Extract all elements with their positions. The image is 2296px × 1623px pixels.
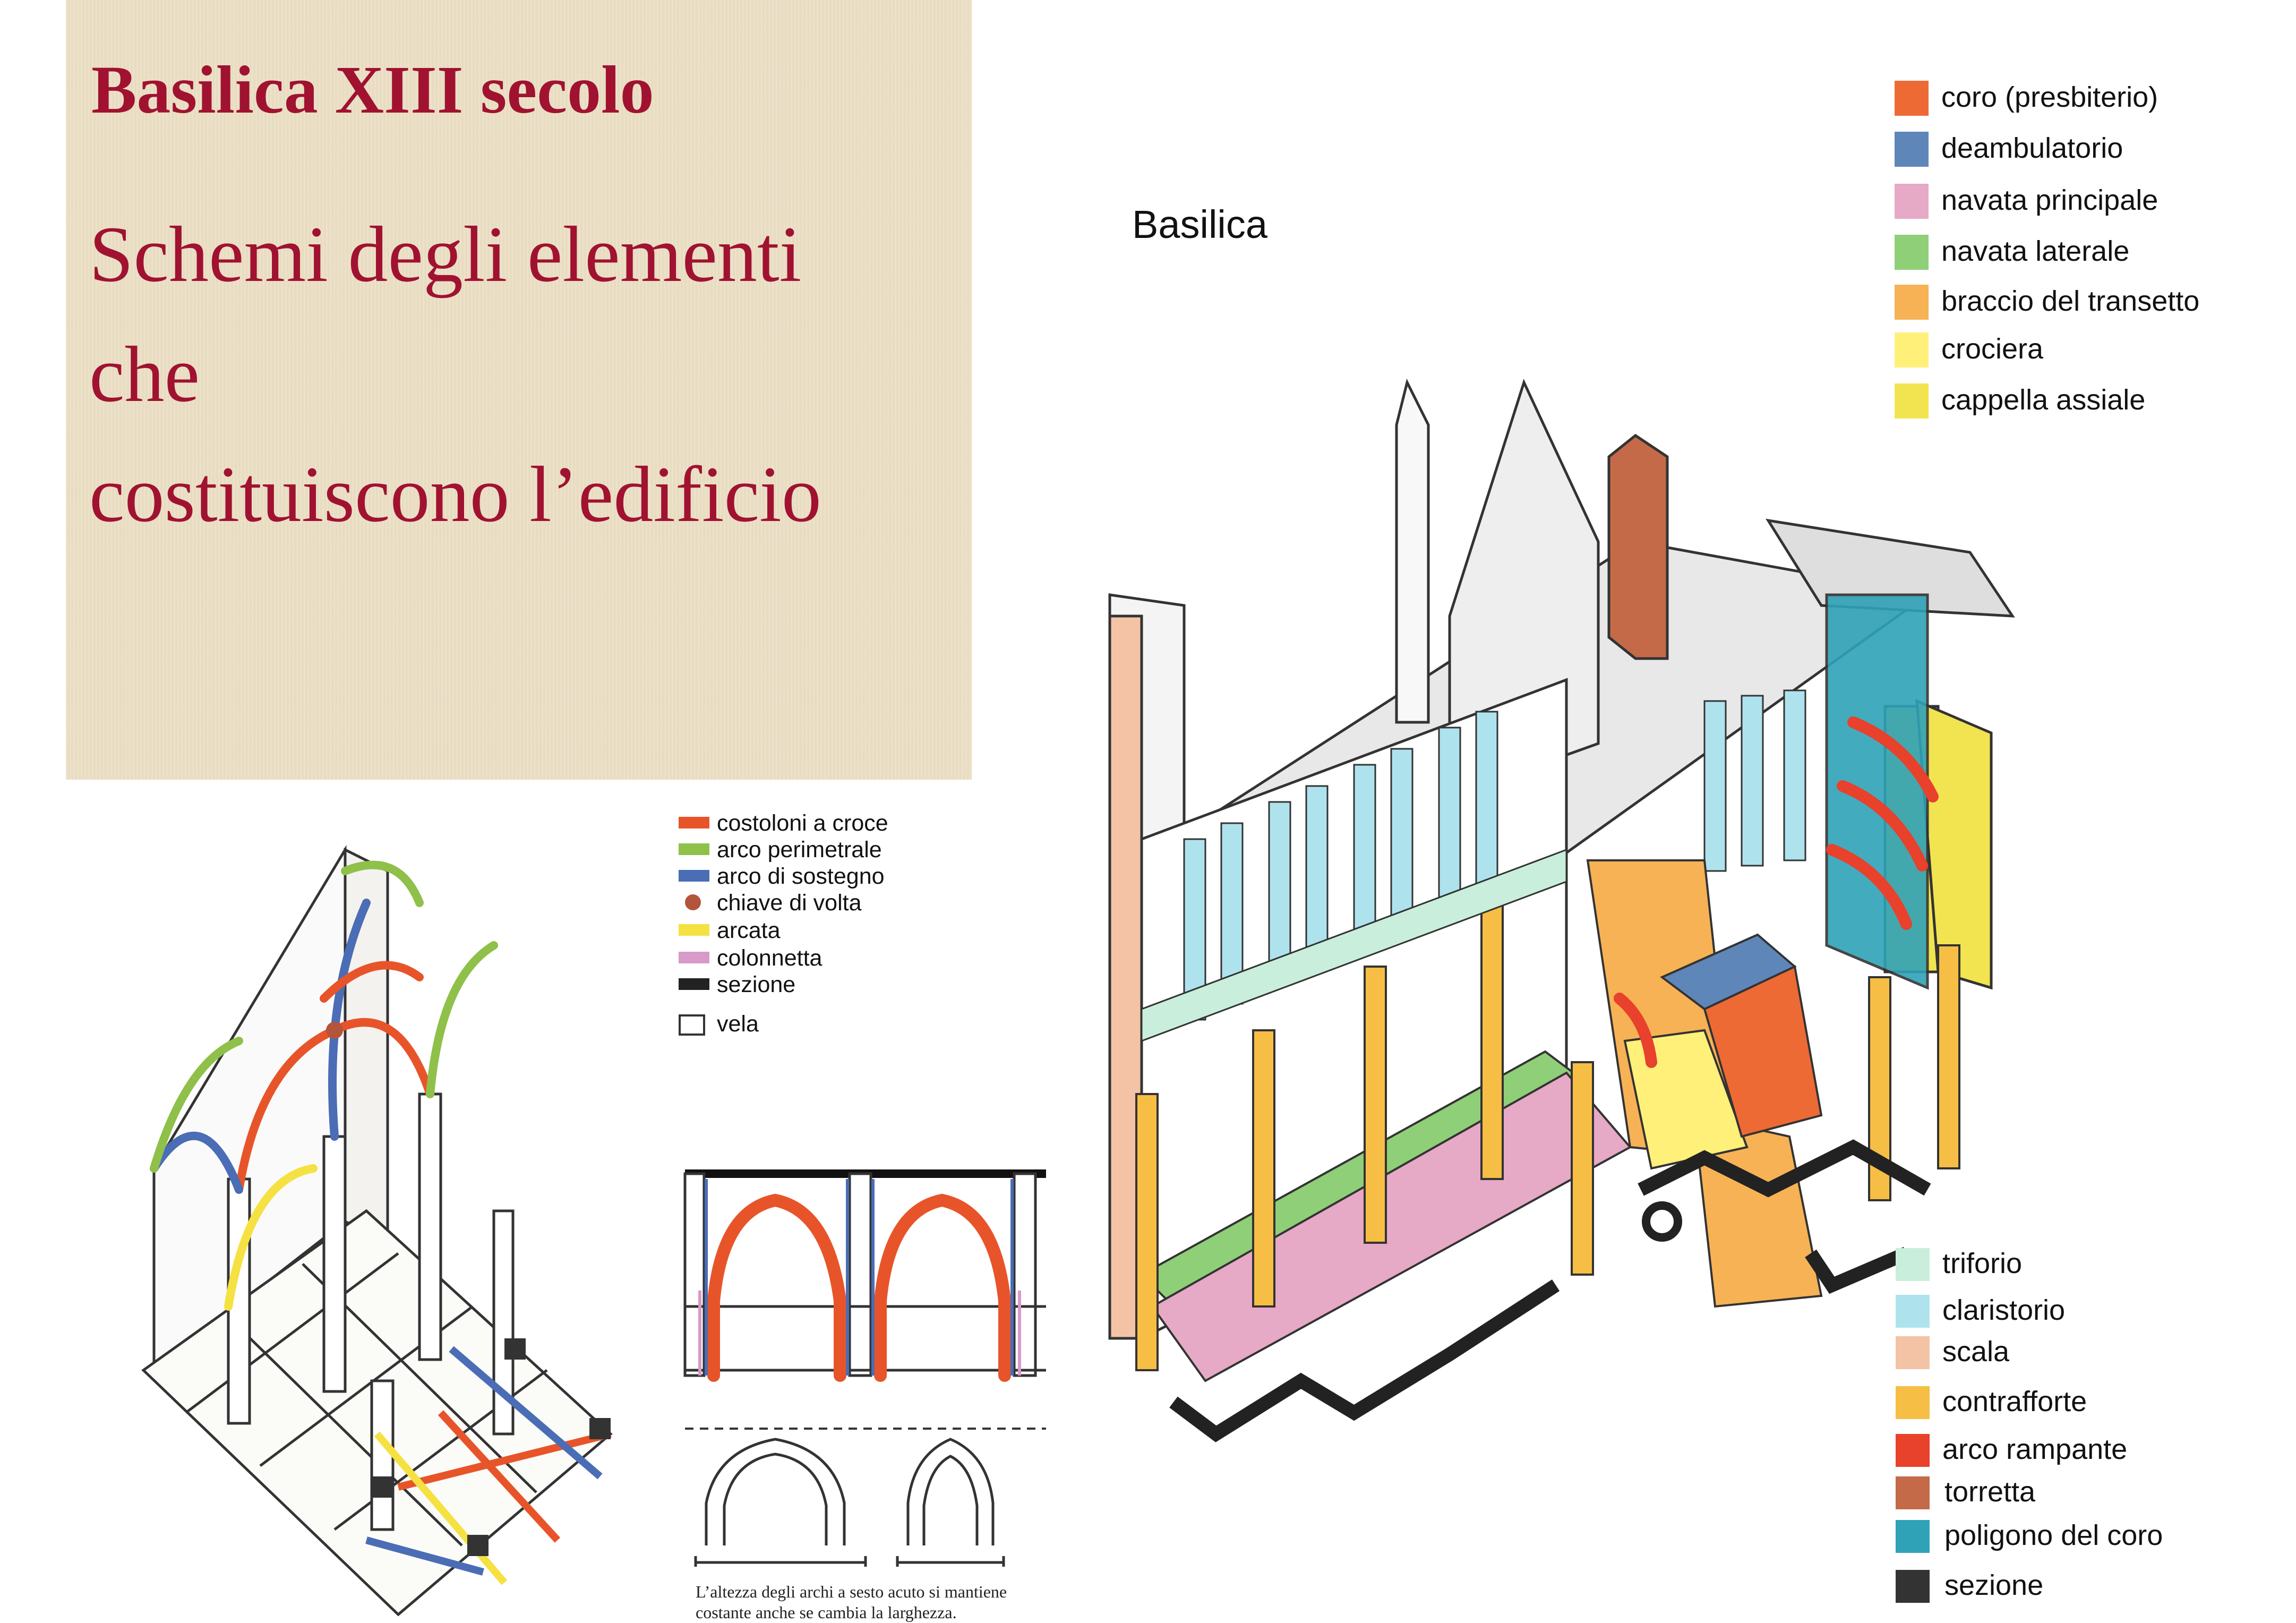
legend-label: arco rampante [1942, 1433, 2128, 1465]
legend-label: cappella assiale [1941, 384, 2146, 416]
legend-label: chiave di volta [717, 890, 862, 916]
legend-label: contrafforte [1942, 1386, 2087, 1417]
legend-label: navata laterale [1941, 235, 2130, 267]
vela-swatch [679, 1014, 705, 1036]
legend-label: sezione [1944, 1569, 2044, 1601]
arco-rampante-swatch [1896, 1434, 1930, 1467]
legend-label: vela [717, 1011, 759, 1037]
subtitle-line-2: che [89, 330, 200, 418]
vault-legend: costoloni a croce arco perimetrale arco … [679, 810, 976, 1044]
arch-caption: L’altezza degli archi a sesto acuto si m… [696, 1582, 1007, 1622]
page-subtitle: Schemi degli elementi che costituiscono … [89, 194, 821, 554]
page-title: Basilica XIII secolo [91, 52, 654, 127]
costoloni-swatch [679, 817, 709, 828]
navata-laterale-swatch [1895, 235, 1929, 270]
scala-swatch [1896, 1336, 1930, 1369]
legend-label: torretta [1944, 1476, 2036, 1508]
poligono-coro-swatch [1896, 1520, 1930, 1553]
legend-label: braccio del transetto [1941, 285, 2200, 317]
arcata-swatch [679, 924, 709, 936]
legend-label: colonnetta [717, 945, 823, 971]
legend-label: coro (presbiterio) [1941, 81, 2158, 113]
arco-sostegno-swatch [679, 870, 709, 882]
contrafforte-swatch [1896, 1386, 1930, 1419]
legend-label: costoloni a croce [717, 810, 888, 836]
legend-label: arcata [717, 918, 781, 943]
legend-label: arco di sostegno [717, 864, 885, 889]
basilica-legend-bottom: triforio claristorio scala contrafforte … [1896, 1247, 2225, 1608]
legend-label: claristorio [1942, 1294, 2066, 1326]
legend-label: scala [1942, 1336, 2010, 1368]
cappella-assiale-swatch [1895, 383, 1929, 418]
subtitle-line-3: costituiscono l’edificio [89, 450, 821, 539]
legend-label: sezione [717, 972, 796, 997]
sezione-swatch [679, 978, 709, 990]
title-panel [66, 0, 972, 780]
colonnetta-swatch [679, 952, 709, 963]
basilica-cutaway-illustration [1108, 378, 2015, 1442]
arch-height-illustration [683, 1169, 1046, 1567]
triforio-swatch [1896, 1248, 1930, 1281]
claristorio-swatch [1896, 1295, 1930, 1328]
rib-vault-illustration [141, 844, 613, 1617]
legend-label: crociera [1941, 333, 2044, 365]
coro-swatch [1895, 81, 1929, 116]
legend-label: arco perimetrale [717, 837, 882, 862]
chiave-swatch [685, 894, 701, 910]
legend-label: poligono del coro [1944, 1519, 2163, 1551]
sezione-swatch [1896, 1570, 1930, 1603]
torretta-swatch [1896, 1476, 1930, 1509]
arco-perimetrale-swatch [679, 843, 709, 855]
legend-label: navata principale [1941, 184, 2158, 216]
basilica-legend-top: coro (presbiterio) deambulatorio navata … [1895, 80, 2266, 430]
navata-principale-swatch [1895, 184, 1929, 219]
transetto-swatch [1895, 285, 1929, 320]
basilica-heading: Basilica [1132, 202, 1267, 246]
legend-label: deambulatorio [1941, 132, 2123, 164]
crociera-swatch [1895, 332, 1929, 368]
legend-label: triforio [1942, 1248, 2023, 1279]
deambulatorio-swatch [1895, 132, 1929, 167]
subtitle-line-1: Schemi degli elementi [89, 210, 802, 298]
